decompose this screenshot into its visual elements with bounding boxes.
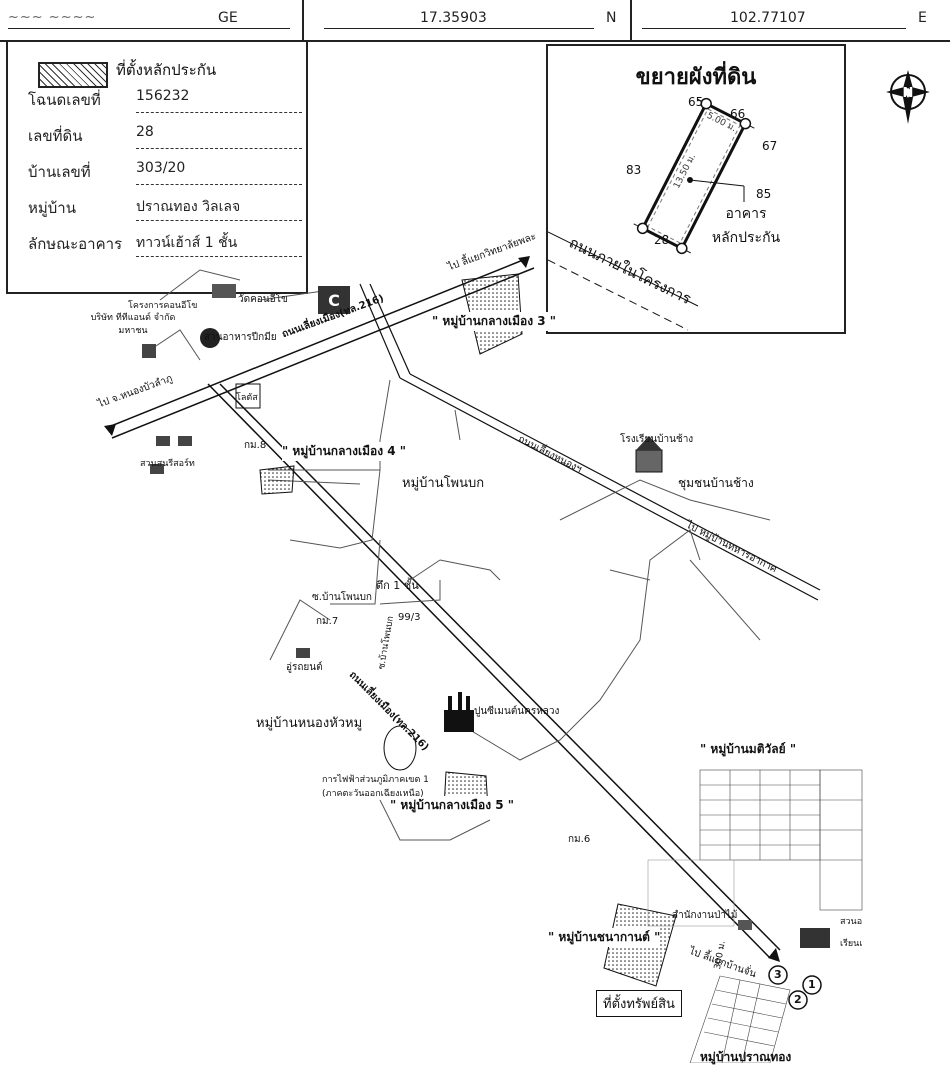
coordinate-header: ~~~ ~~~~ GE 17.35903 N 102.77107 E — [0, 0, 950, 42]
info-value: ปราณทอง วิลเลจ — [136, 199, 241, 215]
legend-label: ที่ตั้งหลักประกัน — [116, 61, 217, 79]
property-info-box: ที่ตั้งหลักประกัน โฉนดเลขที่ 156232 เลขท… — [6, 42, 308, 294]
village-4-area — [259, 465, 295, 495]
local-roads — [149, 269, 771, 841]
inset-title: ขยายผังที่ดิน — [636, 60, 757, 90]
info-label: เลขที่ดิน — [28, 127, 83, 145]
header-id-cell: ~~~ ~~~~ GE — [0, 0, 304, 40]
land-plan-drawing: ขยายผังที่ดิน 5.00 ม. 13.50 ม. 65 66 67 … — [547, 60, 781, 331]
info-row-land-no: เลขที่ดิน 28 — [22, 120, 302, 150]
village-pranthong-grid — [689, 975, 791, 1063]
land-plan-inset: ขยายผังที่ดิน 5.00 ม. 13.50 ม. 65 66 67 … — [546, 44, 846, 334]
police-block — [647, 859, 735, 927]
longitude-value: 102.77107 — [730, 10, 806, 26]
main-road-north — [104, 256, 535, 439]
info-label: โฉนดเลขที่ — [28, 91, 101, 109]
village-3-area — [461, 273, 523, 355]
building-label-1: อาคาร — [725, 206, 766, 222]
north-arrow-icon: N — [882, 68, 934, 126]
info-row-house-no: บ้านเลขที่ 303/20 — [22, 156, 302, 186]
parcel-67: 67 — [762, 139, 777, 153]
info-value: 28 — [136, 124, 154, 140]
building-label-2: หลักประกัน — [712, 230, 781, 246]
info-label: ลักษณะอาคาร — [28, 235, 123, 253]
info-value: 303/20 — [136, 160, 186, 176]
info-row-village: หมู่บ้าน ปราณทอง วิลเลจ — [22, 192, 302, 222]
latitude-direction: N — [606, 10, 617, 26]
village-mativa-grid — [699, 769, 863, 911]
info-row-building-type: ลักษณะอาคาร ทาวน์เฮ้าส์ 1 ชั้น — [22, 228, 302, 258]
parcel-83: 83 — [626, 163, 641, 177]
info-value: 156232 — [136, 88, 190, 104]
info-label: บ้านเลขที่ — [28, 163, 91, 181]
info-value: ทาวน์เฮ้าส์ 1 ชั้น — [136, 235, 238, 251]
village-5-area — [443, 771, 489, 811]
info-row-deed: โฉนดเลขที่ 156232 — [22, 84, 302, 114]
north-letter: N — [903, 86, 914, 101]
info-label: หมู่บ้าน — [28, 199, 76, 217]
parcel-66: 66 — [730, 107, 745, 121]
longitude-direction: E — [918, 10, 927, 26]
village-chanakan-area — [603, 903, 677, 987]
latitude-value: 17.35903 — [420, 10, 487, 26]
latitude-cell: 17.35903 N — [304, 0, 632, 40]
legend-hatch-swatch — [38, 62, 108, 88]
landmark-icons: C — [142, 284, 830, 948]
longitude-cell: 102.77107 E — [632, 0, 948, 40]
marker-circles — [768, 965, 822, 1010]
road-east — [359, 283, 821, 601]
main-road-south — [207, 383, 781, 962]
parcel-28: 28 — [654, 233, 669, 247]
parcel-85: 85 — [756, 187, 771, 201]
svg-text:C: C — [328, 291, 340, 310]
header-id-label: GE — [218, 10, 238, 26]
parcel-65: 65 — [688, 95, 703, 109]
header-handwritten-name: ~~~ ~~~~ — [8, 10, 97, 25]
